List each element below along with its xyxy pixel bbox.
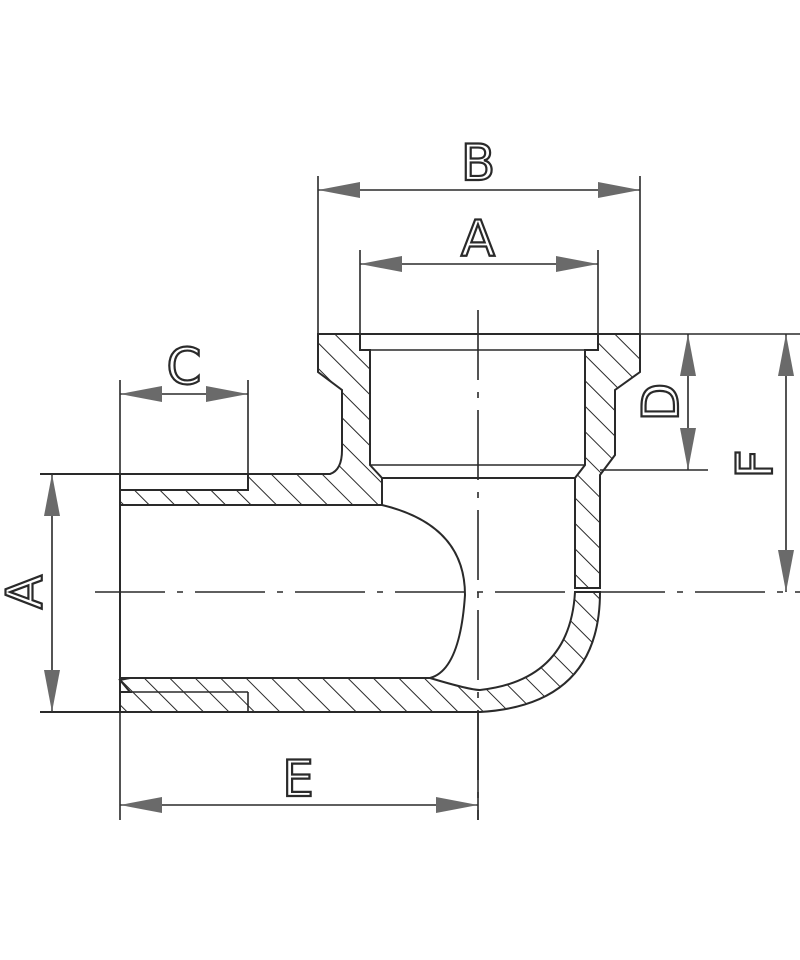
arrow-icon <box>360 256 402 272</box>
dimension-f: F <box>640 333 800 592</box>
arrow-icon <box>44 474 60 516</box>
dimension-e: E <box>119 712 479 820</box>
hatched-wall-top-left <box>119 333 383 506</box>
dimension-b: B <box>317 133 641 334</box>
label-b: B <box>461 134 495 192</box>
arrow-icon <box>598 182 640 198</box>
arrow-icon <box>680 428 696 470</box>
arrow-icon <box>680 334 696 376</box>
dimension-a-left: A <box>0 474 60 712</box>
arrow-icon <box>206 386 248 402</box>
arrow-icon <box>120 797 162 813</box>
label-c: C <box>167 338 202 396</box>
arrow-icon <box>44 670 60 712</box>
arrow-icon <box>120 386 162 402</box>
fitting-section <box>40 310 800 820</box>
label-a-top: A <box>461 210 495 268</box>
hatched-wall-bottom <box>118 591 602 713</box>
dimension-d: D <box>600 334 708 471</box>
arrow-icon <box>778 550 794 592</box>
label-f: F <box>726 450 784 479</box>
hatched-wall-top-right <box>574 333 641 589</box>
arrow-icon <box>778 334 794 376</box>
dimension-c: C <box>119 337 249 474</box>
arrow-icon <box>318 182 360 198</box>
label-a-left: A <box>0 575 54 609</box>
bore-curve <box>381 504 467 679</box>
label-e: E <box>282 750 314 808</box>
arrow-icon <box>556 256 598 272</box>
arrow-icon <box>436 797 478 813</box>
dimension-a-top: A <box>359 209 599 334</box>
label-d: D <box>632 383 690 422</box>
